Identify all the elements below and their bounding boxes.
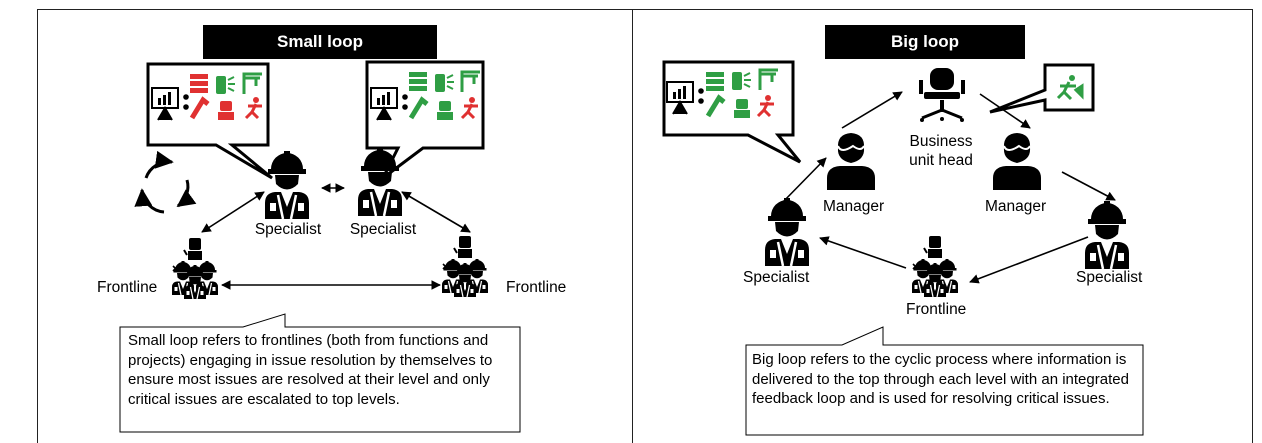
- frontline-label-big: Frontline: [906, 301, 967, 318]
- resource-icons-left: [189, 72, 262, 120]
- specialist-label-right: Specialist: [349, 221, 417, 238]
- frontline-label-left: Frontline: [97, 279, 158, 296]
- frontline-label-right: Frontline: [506, 279, 567, 296]
- manager-label-left: Manager: [823, 198, 885, 215]
- frontline-icon-big: [912, 236, 958, 297]
- business-unit-head-label: Business unit head: [909, 133, 973, 169]
- big-loop-description: Big loop refers to the cyclic process wh…: [752, 351, 1129, 407]
- specialist-label-big-right: Specialist: [1076, 269, 1143, 286]
- specialist-label-left: Specialist: [254, 221, 322, 238]
- specialist-icon-left: [263, 149, 311, 221]
- resource-icons-bubble: [705, 68, 778, 118]
- frontline-icon-right: [442, 236, 488, 297]
- specialist-icon-big-left: [763, 196, 811, 268]
- diagram-frame: [37, 9, 1253, 443]
- resource-icons-right: [408, 70, 480, 120]
- manager-icon-right: [992, 132, 1042, 191]
- small-loop-title: Small loop: [203, 25, 437, 59]
- office-chair-icon: [919, 68, 965, 122]
- specialist-label-big-left: Specialist: [743, 269, 810, 286]
- cycle-icon: [134, 150, 197, 214]
- panel-divider: [632, 9, 633, 443]
- small-loop-description: Small loop refers to frontlines (both fr…: [128, 332, 493, 408]
- big-loop-title: Big loop: [825, 25, 1025, 59]
- manager-icon-left: [826, 132, 876, 191]
- manager-label-right: Manager: [985, 198, 1047, 215]
- running-person-icon: [1056, 75, 1084, 101]
- specialist-icon-big-right: [1083, 199, 1131, 271]
- frontline-icon-left: [172, 238, 218, 299]
